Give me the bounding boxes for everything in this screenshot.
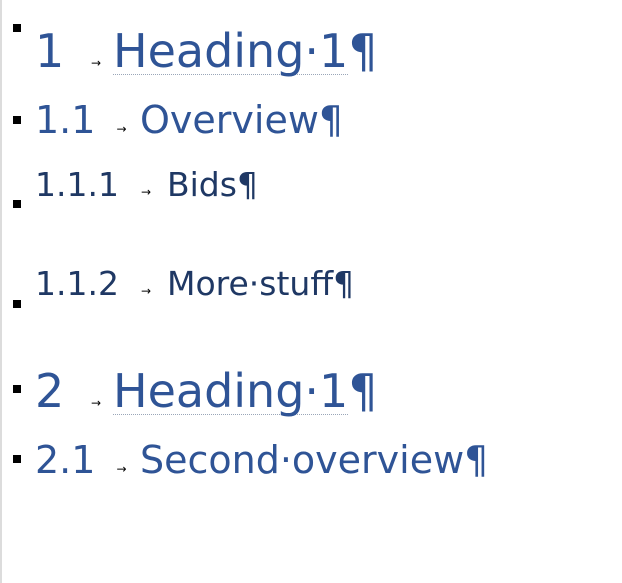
pilcrow-mark: ¶	[464, 438, 489, 482]
pilcrow-mark: ¶	[348, 24, 378, 78]
heading-text[interactable]: More·stuff	[167, 264, 334, 303]
heading-number: 1.1	[35, 98, 96, 142]
tab-arrow-icon: →	[116, 462, 127, 476]
keep-with-next-mark	[13, 24, 21, 32]
pilcrow-mark: ¶	[348, 364, 378, 418]
tab-arrow-icon: →	[90, 396, 102, 410]
heading-number: 2.1	[35, 438, 96, 482]
tab-arrow-icon: →	[140, 284, 152, 298]
heading-number: 1	[35, 24, 65, 78]
heading-text[interactable]: Overview	[140, 98, 319, 142]
heading-number: 1.1.2	[35, 264, 119, 303]
tab-arrow-icon: →	[140, 185, 152, 199]
tab-arrow-icon: →	[116, 122, 127, 136]
heading-text[interactable]: Bids	[167, 165, 237, 204]
page-left-edge	[0, 0, 2, 583]
pilcrow-mark: ¶	[333, 264, 355, 303]
keep-with-next-mark	[13, 116, 21, 124]
heading-text[interactable]: Heading·1	[113, 24, 349, 78]
heading-text[interactable]: Second·overview	[140, 438, 465, 482]
pilcrow-mark: ¶	[236, 165, 258, 204]
keep-with-next-mark	[13, 300, 21, 308]
keep-with-next-mark	[13, 385, 21, 393]
heading-number: 1.1.1	[35, 165, 119, 204]
heading-text[interactable]: Heading·1	[113, 364, 349, 418]
pilcrow-mark: ¶	[318, 98, 344, 142]
tab-arrow-icon: →	[90, 56, 102, 70]
keep-with-next-mark	[13, 455, 21, 463]
keep-with-next-mark	[13, 200, 21, 208]
heading-number: 2	[35, 364, 65, 418]
